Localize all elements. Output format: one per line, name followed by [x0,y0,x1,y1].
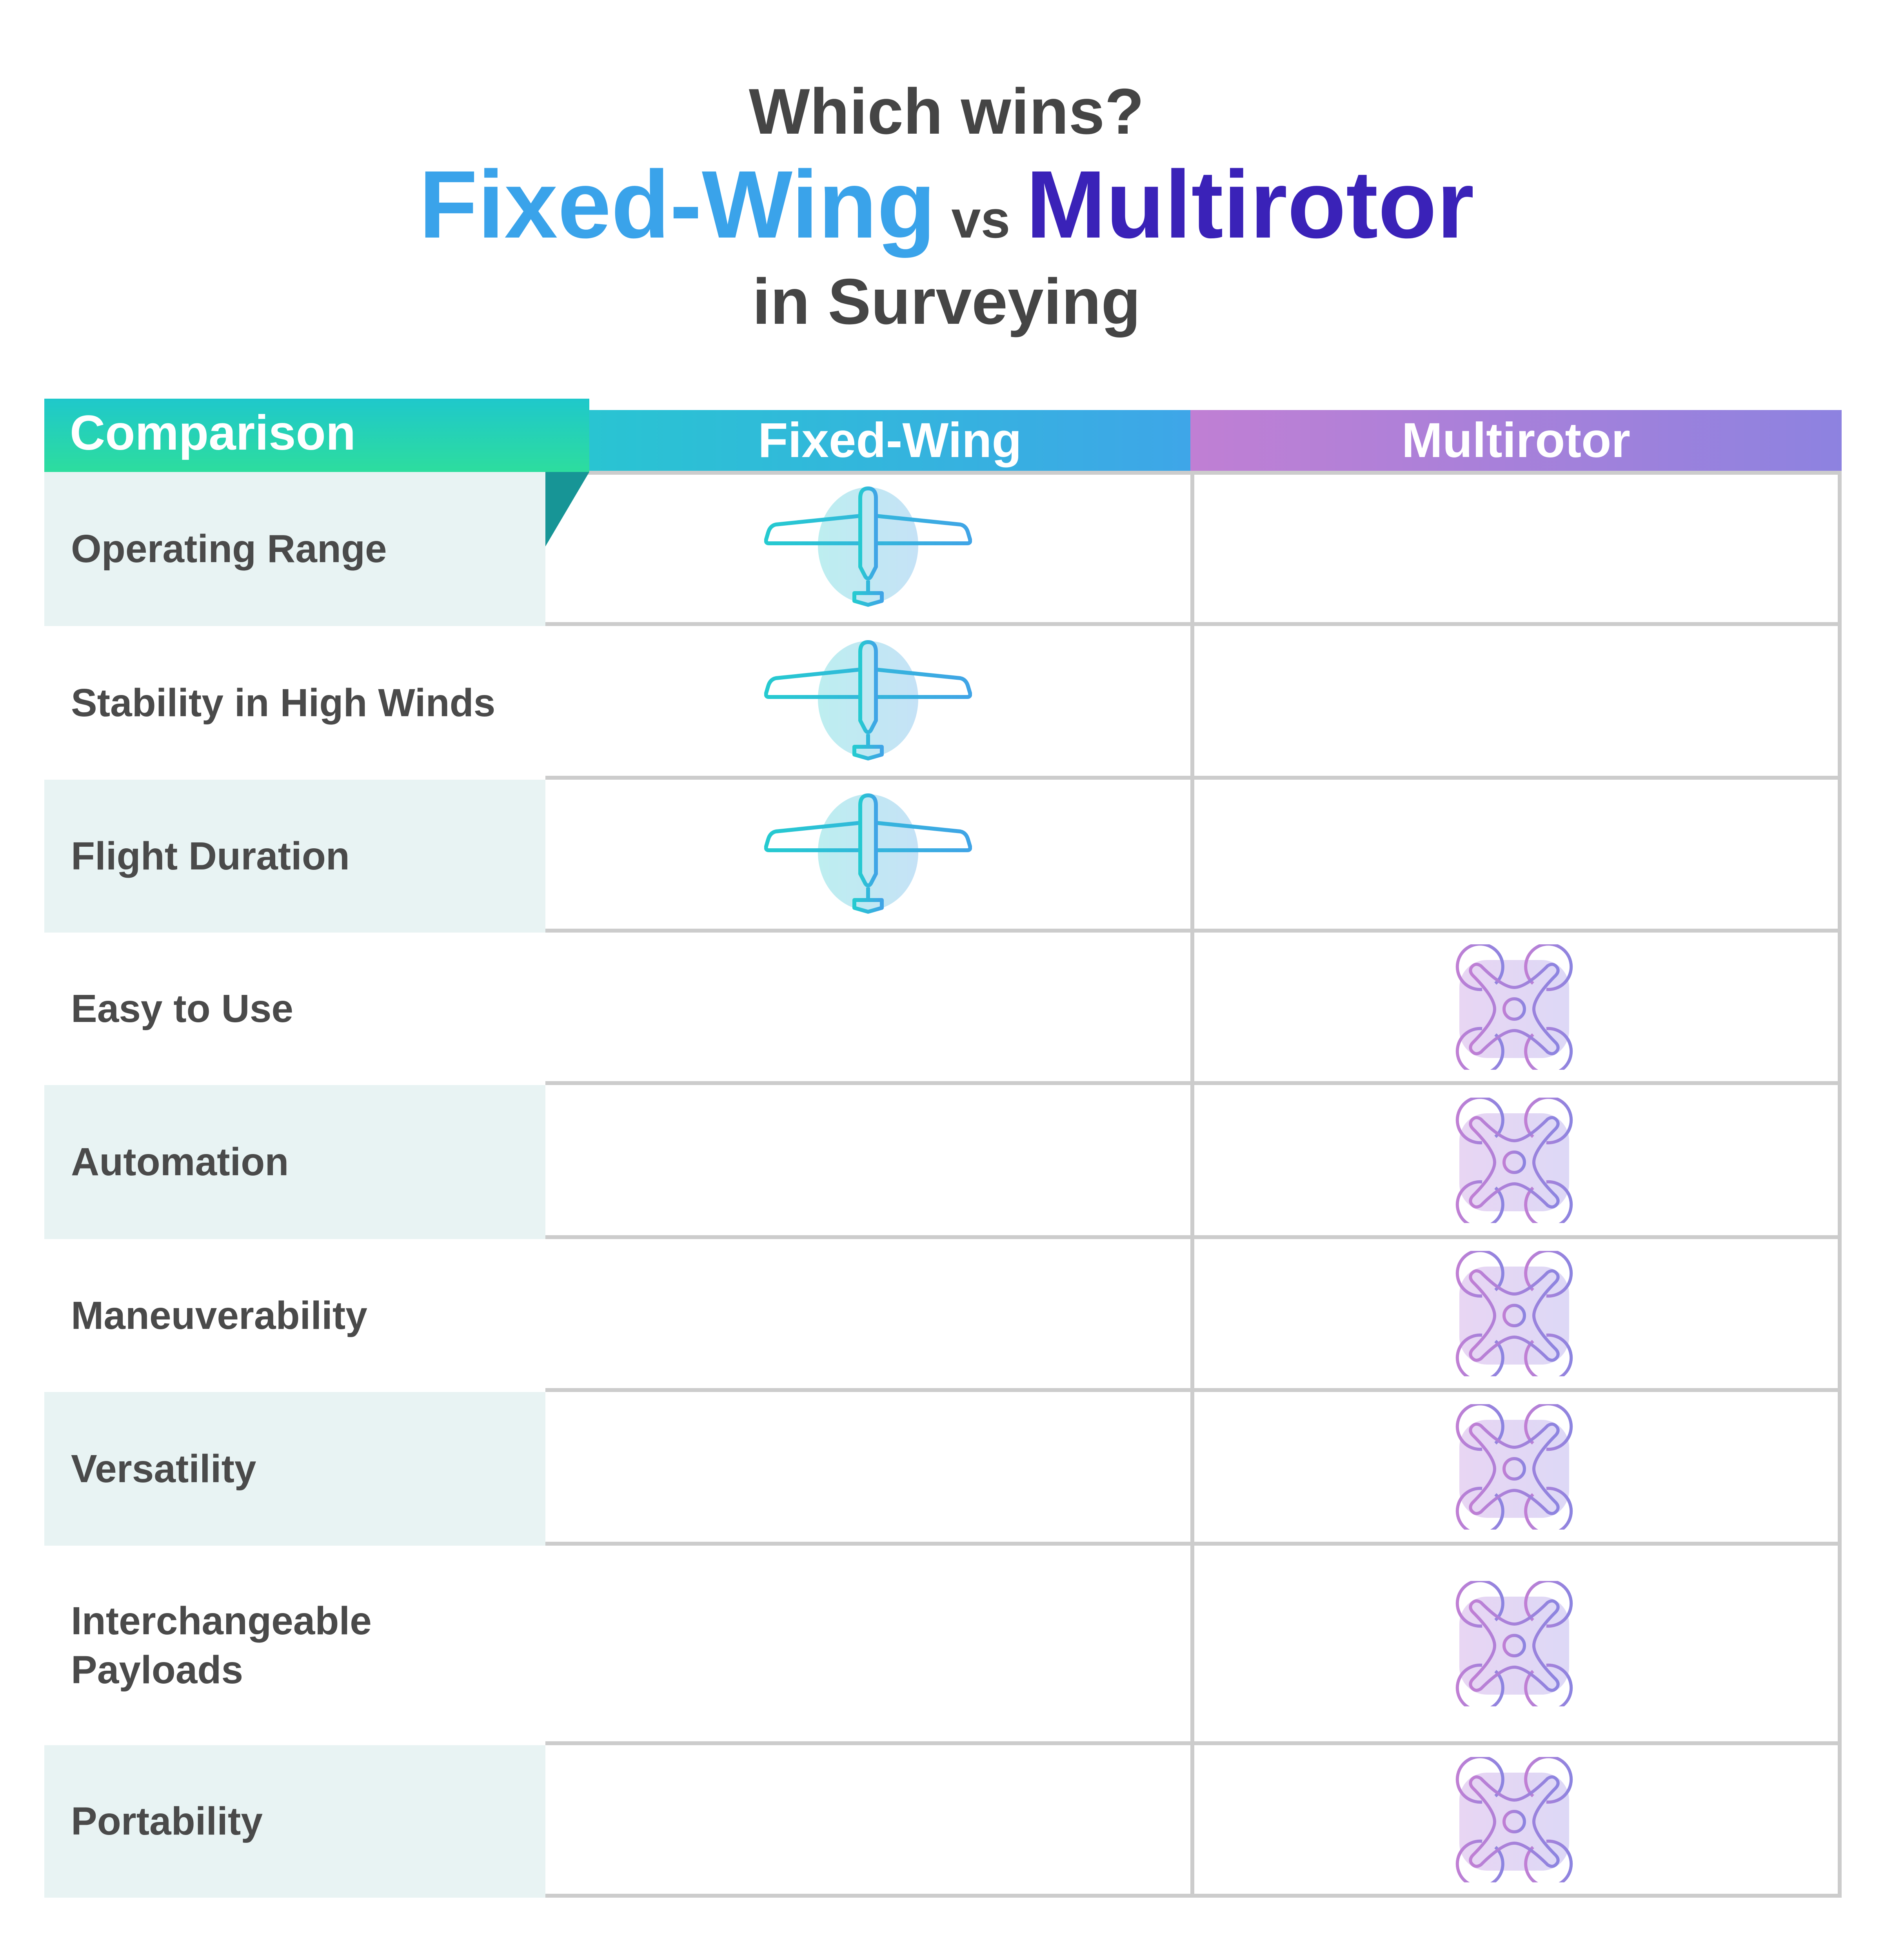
airplane-icon [764,640,972,762]
cell-multirotor [1190,933,1842,1085]
cell-fixed-wing [545,780,1194,933]
table-row: Operating Range [44,472,1842,626]
cell-fixed-wing [545,1085,1194,1239]
header-fold-decoration [545,472,589,546]
table-row: Versatility [44,1392,1842,1546]
cell-multirotor [1190,472,1842,626]
cell-fixed-wing [545,472,1194,626]
title-context: in Surveying [752,265,1141,338]
row-label: Versatility [44,1392,545,1546]
row-label: Interchangeable Payloads [71,1599,372,1692]
quadcopter-icon [1452,1251,1577,1376]
table-row: Interchangeable Payloads [44,1546,1842,1745]
cell-fixed-wing [545,1239,1194,1392]
quadcopter-icon [1452,1581,1577,1706]
title-matchup: Fixed-Wing vs Multirotor [0,149,1893,260]
row-label: Stability in High Winds [71,681,496,725]
header-comparison: Comparison [44,399,589,472]
table-row: Automation [44,1085,1842,1239]
cell-multirotor [1190,1745,1842,1898]
table-row: Easy to Use [44,933,1842,1085]
airplane-icon [764,793,972,915]
quadcopter-icon [1452,1097,1577,1223]
table-row: Stability in High Winds [44,626,1842,780]
table-row: Maneuverability [44,1239,1842,1392]
cell-multirotor [1190,1239,1842,1392]
cell-multirotor [1190,1085,1842,1239]
header-fixed-wing: Fixed-Wing [589,410,1190,471]
row-label: Portability [44,1745,545,1898]
title-fixed-wing: Fixed-Wing [419,151,936,258]
cell-fixed-wing [545,1546,1194,1745]
table-row: Flight Duration [44,780,1842,933]
cell-multirotor [1190,780,1842,933]
cell-multirotor [1190,1392,1842,1546]
title-multirotor: Multirotor [1026,151,1474,258]
header-multirotor: Multirotor [1190,410,1842,471]
cell-multirotor [1190,626,1842,780]
cell-fixed-wing [545,1392,1194,1546]
row-label: Easy to Use [71,987,293,1031]
cell-fixed-wing [545,933,1194,1085]
airplane-icon [764,486,972,608]
title-vs: vs [951,190,1010,249]
quadcopter-icon [1452,1404,1577,1530]
title-question: Which wins? [748,75,1145,147]
cell-multirotor [1190,1546,1842,1745]
row-label: Operating Range [44,472,545,626]
quadcopter-icon [1452,1757,1577,1882]
cell-fixed-wing [545,626,1194,780]
row-label: Maneuverability [71,1293,367,1338]
cell-fixed-wing [545,1745,1194,1898]
table-row: Portability [44,1745,1842,1898]
row-label: Flight Duration [44,780,545,933]
quadcopter-icon [1452,944,1577,1070]
row-label: Automation [44,1085,545,1239]
